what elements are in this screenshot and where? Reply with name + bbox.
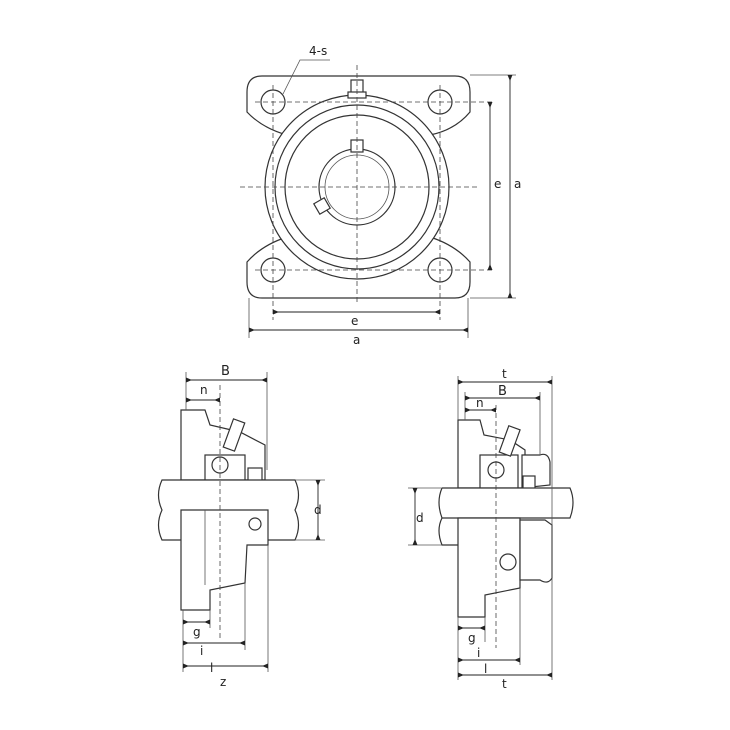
housing-lower — [457, 517, 521, 618]
dim-B: B — [221, 364, 230, 379]
dim-a-horizontal: a — [353, 333, 360, 347]
dim-d: d — [314, 503, 322, 517]
end-cover-bottom — [519, 519, 553, 583]
dim-n: n — [476, 396, 484, 410]
dim-i: i — [200, 644, 203, 658]
dim-l: l — [484, 662, 487, 676]
shaft — [438, 487, 574, 546]
dim-z: z — [220, 675, 226, 689]
dim-i: i — [477, 646, 480, 660]
dim-g: g — [193, 625, 201, 639]
top-view: 4-s e a e a — [240, 44, 521, 347]
grease-fitting — [347, 79, 367, 99]
grease-fitting — [222, 418, 246, 452]
dim-B: B — [498, 384, 507, 399]
dim-d: d — [416, 511, 424, 525]
dim-g: g — [468, 631, 476, 645]
side-view-right: t B n d g i l t — [408, 367, 574, 691]
dim-n: n — [200, 383, 208, 397]
bearing-insert — [479, 454, 519, 489]
dim-l: l — [210, 661, 213, 675]
housing-lower — [180, 509, 269, 611]
hole-label: 4-s — [309, 44, 327, 58]
set-screw — [312, 196, 332, 216]
leader-line — [282, 59, 330, 95]
grease-fitting — [498, 424, 521, 457]
side-view-left: B n d g i l z — [157, 364, 325, 689]
dim-t-top: t — [502, 367, 507, 381]
dim-t-bottom: t — [502, 677, 507, 691]
dim-e-vertical: e — [494, 177, 501, 191]
dim-a-vertical: a — [514, 177, 521, 191]
dim-e-horizontal: e — [351, 314, 358, 328]
